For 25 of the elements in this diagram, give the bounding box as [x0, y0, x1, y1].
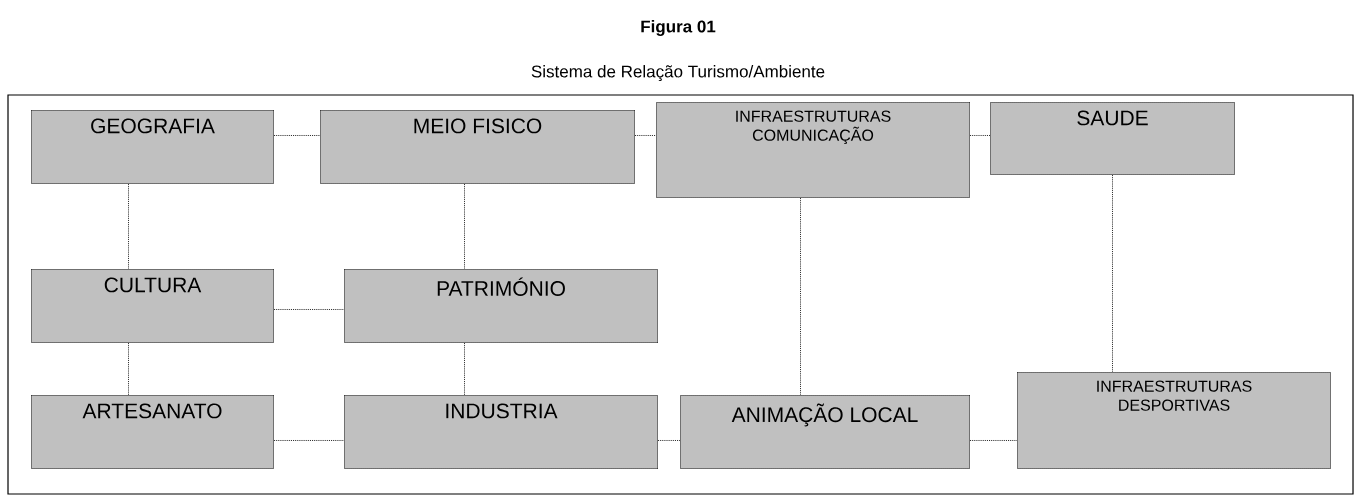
concept-box: INFRAESTRUTURAS COMUNICAÇÃO	[656, 102, 970, 198]
concept-box: ANIMAÇÃO LOCAL	[680, 395, 970, 469]
connector-line	[1112, 174, 1113, 373]
connector-line	[634, 135, 657, 136]
connector-line	[273, 440, 345, 441]
concept-box: INFRAESTRUTURAS DESPORTIVAS	[1017, 372, 1331, 469]
connector-line	[969, 135, 991, 136]
connector-line	[657, 440, 681, 441]
connector-line	[464, 183, 465, 270]
concept-box: MEIO FISICO	[320, 110, 635, 184]
connector-line	[273, 135, 321, 136]
concept-box: SAUDE	[990, 102, 1235, 175]
connector-line	[128, 183, 129, 270]
concept-box: GEOGRAFIA	[31, 110, 274, 184]
concept-box: CULTURA	[31, 269, 274, 343]
subtitle: Sistema de Relação Turismo/Ambiente	[531, 65, 825, 81]
connector-line	[273, 309, 345, 310]
concept-box: PATRIMÓNIO	[344, 269, 658, 343]
connector-line	[969, 440, 1018, 441]
figure-title: Figura 01	[641, 20, 716, 36]
connector-line	[800, 197, 801, 396]
concept-box: ARTESANATO	[31, 395, 274, 469]
concept-box: INDUSTRIA	[344, 395, 658, 469]
connector-line	[128, 342, 129, 396]
connector-line	[464, 342, 465, 396]
